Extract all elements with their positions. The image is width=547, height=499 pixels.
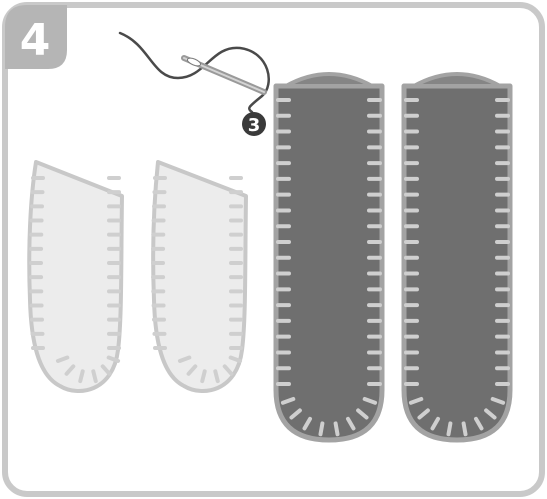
dark-piece-2 <box>404 74 510 440</box>
light-piece-2 <box>153 162 246 391</box>
callout-number: 3 <box>248 115 261 136</box>
light-piece-1 <box>29 162 122 391</box>
stitch-mark <box>202 371 204 381</box>
stitch-mark <box>93 371 95 381</box>
stitch-mark <box>320 423 322 434</box>
stitch-mark <box>448 423 450 434</box>
step-badge: 4 <box>5 5 67 69</box>
stitch-mark <box>464 423 466 434</box>
callout-marker: 3 <box>242 112 266 136</box>
stitch-mark <box>215 371 217 381</box>
stitch-mark <box>336 423 338 434</box>
dark-piece-1 <box>276 74 382 440</box>
step-number: 4 <box>20 15 51 66</box>
stitch-mark <box>80 371 82 381</box>
